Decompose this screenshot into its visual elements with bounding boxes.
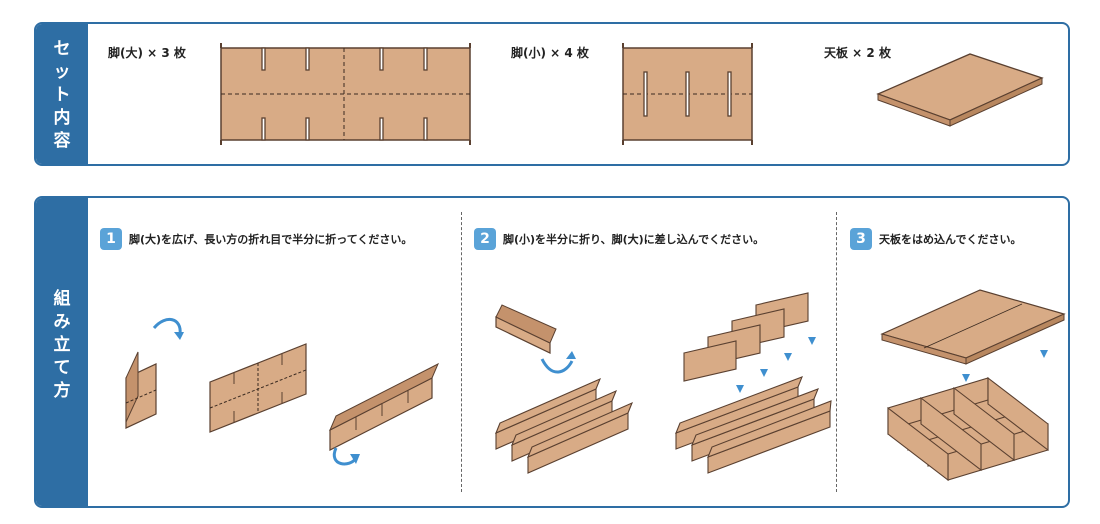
assembly-title: 組 み 立 て 方 [53, 289, 71, 401]
step-2-badge: 2 [474, 228, 496, 250]
step-1-text: 脚(大)を広げ、長い方の折れ目で半分に折ってください。 [129, 233, 413, 246]
step-divider-1 [461, 212, 462, 492]
step-3-text: 天板をはめ込んでください。 [879, 233, 1022, 246]
step-3-header: 3 天板をはめ込んでください。 [850, 228, 1021, 250]
top-board-illustration [876, 53, 1044, 127]
top-board-label: 天板 × 2 枚 [824, 46, 891, 60]
step-2-illustration [494, 292, 832, 474]
step-1-illustration [125, 318, 440, 466]
large-leg-illustration [220, 43, 471, 145]
assembly-sidebar: 組 み 立 て 方 [36, 198, 88, 506]
assembly-panel: 組 み 立 て 方 1 脚(大)を広げ、長い方の折れ目で半分に折ってください。 … [34, 196, 1070, 508]
step-divider-2 [836, 212, 837, 492]
set-contents-panel: セ ッ ト 内 容 脚(大) × 3 枚 脚(小) × 4 枚 天板 × 2 枚 [34, 22, 1070, 166]
step-1-badge: 1 [100, 228, 122, 250]
step-2-text: 脚(小)を半分に折り、脚(大)に差し込んでください。 [503, 233, 765, 246]
set-contents-sidebar: セ ッ ト 内 容 [36, 24, 88, 164]
large-leg-label: 脚(大) × 3 枚 [108, 46, 186, 60]
set-contents-title: セ ッ ト 内 容 [53, 39, 71, 151]
step-3-badge: 3 [850, 228, 872, 250]
step-3-illustration [880, 289, 1066, 482]
step-2-header: 2 脚(小)を半分に折り、脚(大)に差し込んでください。 [474, 228, 764, 250]
small-leg-label: 脚(小) × 4 枚 [511, 46, 589, 60]
small-leg-illustration [622, 43, 753, 145]
step-1-header: 1 脚(大)を広げ、長い方の折れ目で半分に折ってください。 [100, 228, 412, 250]
